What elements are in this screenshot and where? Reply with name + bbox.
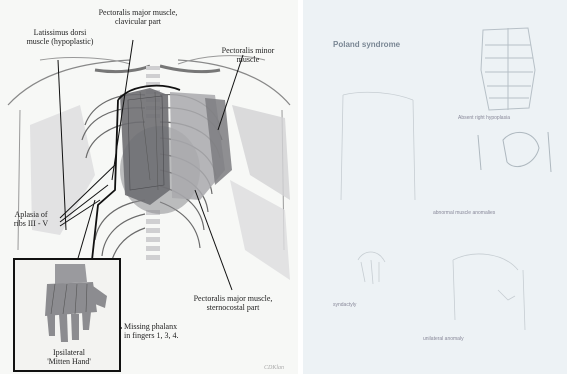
torso-sketch <box>481 28 535 110</box>
label-pectoralis-major-sternocostal: Pectoralis major muscle, sternocostal pa… <box>172 294 294 312</box>
hand-inset-box: Ipsilateral 'Mitten Hand' <box>13 258 121 372</box>
artist-signature: CDKlan <box>254 364 294 373</box>
figure-sketch <box>341 92 415 284</box>
hand-sketch <box>453 254 525 330</box>
label-missing-phalanx: Missing phalanx in fingers 1, 3, 4. <box>124 322 204 340</box>
right-label-top: Absent right hypoplasia <box>458 115 510 121</box>
right-label-bottom-left: syndactyly <box>333 302 356 308</box>
right-label-middle: abnormal muscle anomalies <box>433 210 495 216</box>
right-sketch-panel: Poland syndrome Absent right hypoplasia … <box>303 0 567 374</box>
label-ipsilateral-mitten-hand: Ipsilateral 'Mitten Hand' <box>33 348 105 366</box>
label-latissimus: Latissimus dorsi muscle (hypoplastic) <box>20 28 100 46</box>
label-pectoralis-minor: Pectoralis minor muscle <box>208 46 288 64</box>
faded-sketches <box>303 0 567 374</box>
right-label-bottom-center: unilateral anomaly <box>423 336 464 342</box>
left-diagram-panel: Latissimus dorsi muscle (hypoplastic) Pe… <box>0 0 298 374</box>
label-pectoralis-major-clavicular: Pectoralis major muscle, clavicular part <box>88 8 188 26</box>
organ-sketch <box>478 132 551 172</box>
label-aplasia-ribs: Aplasia of ribs III - V <box>6 210 56 228</box>
